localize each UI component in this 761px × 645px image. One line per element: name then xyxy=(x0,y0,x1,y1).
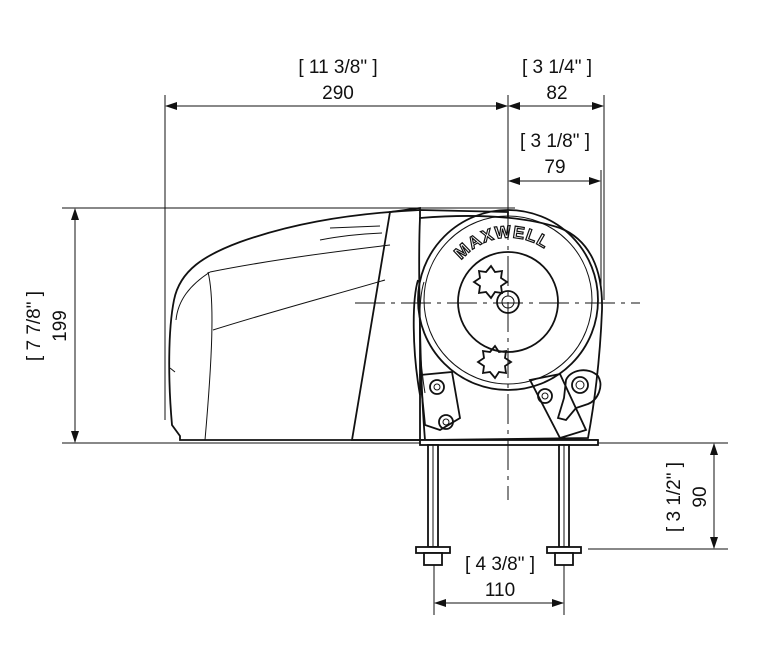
width-inches-label: [ 11 3/8" ] xyxy=(298,57,377,78)
stud-length-mm-label: 90 xyxy=(690,486,711,507)
extension-lines xyxy=(62,95,728,615)
stud-spacing-inches-label: [ 4 3/8" ] xyxy=(465,554,535,575)
dimension-lines xyxy=(71,102,718,607)
centerline-offset-mm-label: 79 xyxy=(544,157,565,178)
height-inches-label: [ 7 7/8" ] xyxy=(24,291,45,361)
dimension-labels: [ 11 3/8" ] 290 [ 3 1/4" ] 82 [ 3 1/8" ]… xyxy=(24,57,711,601)
centerline-offset-inches-label: [ 3 1/8" ] xyxy=(520,131,590,152)
height-mm-label: 199 xyxy=(50,310,71,342)
base-plate-and-studs xyxy=(415,439,599,566)
stud-length-inches-label: [ 3 1/2" ] xyxy=(664,462,685,532)
gypsy-offset-inches-label: [ 3 1/4" ] xyxy=(522,57,592,78)
centerlines xyxy=(355,210,640,500)
gypsy-offset-mm-label: 82 xyxy=(546,83,567,104)
stud-spacing-mm-label: 110 xyxy=(485,580,515,601)
width-mm-label: 290 xyxy=(322,83,354,104)
windlass-gypsy-assembly: MAXWELL xyxy=(412,209,603,441)
